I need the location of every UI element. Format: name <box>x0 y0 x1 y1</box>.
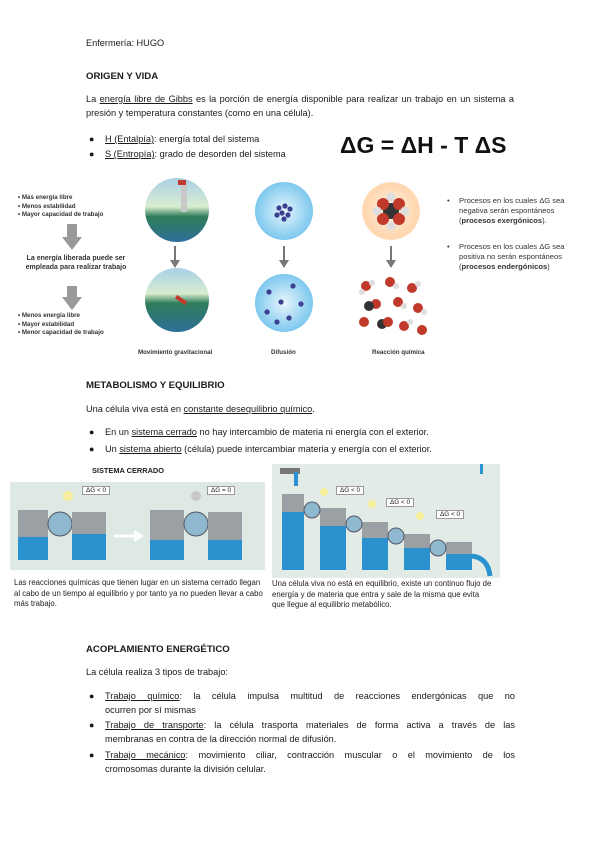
delta-g-badge: ΔG < 0 <box>436 510 465 519</box>
enthalpy-entropy-list: ● H (Entalpía): energía total del sistem… <box>89 134 286 159</box>
down-arrow-icon <box>62 286 82 310</box>
down-arrow-icon <box>62 224 82 250</box>
closed-system-title: SISTEMA CERRADO <box>92 466 164 475</box>
course-header: Enfermería: HUGO <box>86 38 165 48</box>
delta-g-badge: ΔG = 0 <box>207 486 236 495</box>
list-item: ● Trabajo químico: la célula impulsa mul… <box>89 691 515 715</box>
label-diffusion: Difusión <box>271 349 296 356</box>
open-system-image: ΔG < 0 ΔG < 0 ΔG < 0 <box>272 464 500 578</box>
down-arrow-icon <box>170 246 180 268</box>
disequilibrium-intro: Una célula viva está en constante desequ… <box>86 404 315 414</box>
section-title-acoplamiento: ACOPLAMIENTO ENERGÉTICO <box>86 644 230 655</box>
free-energy-top-list: • Más energía libre • Menos estabilidad … <box>18 194 104 218</box>
closed-system-caption: Las reacciones químicas que tienen lugar… <box>14 578 263 608</box>
work-types-list: ● Trabajo químico: la célula impulsa mul… <box>89 689 515 779</box>
delta-g-badge: ΔG < 0 <box>82 486 111 495</box>
section-title-origen: ORIGEN Y VIDA <box>86 71 159 82</box>
gibbs-figure: • Más energía libre • Menos estabilidad … <box>10 178 595 368</box>
gibbs-term: energía libre de Gibbs <box>99 94 193 104</box>
open-system-caption: Una célula viva no está en equilibrio, e… <box>272 579 492 609</box>
down-arrow-icon <box>279 246 289 268</box>
reaction-top-image <box>362 182 420 240</box>
gibbs-formula: ΔG = ΔH - T ΔS <box>340 132 507 158</box>
delta-g-badge: ΔG < 0 <box>336 486 365 495</box>
label-chemical-reaction: Reacción química <box>372 349 425 356</box>
diffusion-bottom-image <box>255 274 313 332</box>
free-energy-bottom-list: • Menos energía libre • Mayor estabilida… <box>18 312 104 336</box>
diver-top-image <box>145 178 209 242</box>
released-energy-text: La energía liberada puede ser empleada p… <box>25 255 127 271</box>
section-title-metabolismo: METABOLISMO Y EQUILIBRIO <box>86 380 225 391</box>
closed-system-figure: SISTEMA CERRADO ΔG < 0 ΔG = 0 Las reacci… <box>10 466 265 616</box>
delta-g-badge: ΔG < 0 <box>386 498 415 507</box>
down-arrow-icon <box>386 246 396 268</box>
label-gravitational: Movimiento gravitacional <box>138 349 213 356</box>
list-item: ● Trabajo de transporte: la célula trasp… <box>89 720 515 744</box>
work-types-intro: La célula realiza 3 tipos de trabajo: <box>86 667 228 677</box>
list-item: ● Trabajo mecánico: movimiento ciliar, c… <box>89 750 515 774</box>
diffusion-top-image <box>255 182 313 240</box>
closed-system-image: ΔG < 0 ΔG = 0 <box>10 482 265 570</box>
diver-bottom-image <box>145 268 209 332</box>
gibbs-intro: La energía libre de Gibbs es la porción … <box>86 94 514 118</box>
open-system-figure: ΔG < 0 ΔG < 0 ΔG < 0 Una célula viva no … <box>272 464 500 622</box>
process-exergonic: • Procesos en los cuales ΔG sea negativa… <box>447 196 565 225</box>
process-endergonic: • Procesos en los cuales ΔG sea positiva… <box>447 242 565 271</box>
reaction-bottom-image <box>359 277 427 335</box>
systems-list: ● En un sistema cerrado no hay intercamb… <box>89 427 432 454</box>
